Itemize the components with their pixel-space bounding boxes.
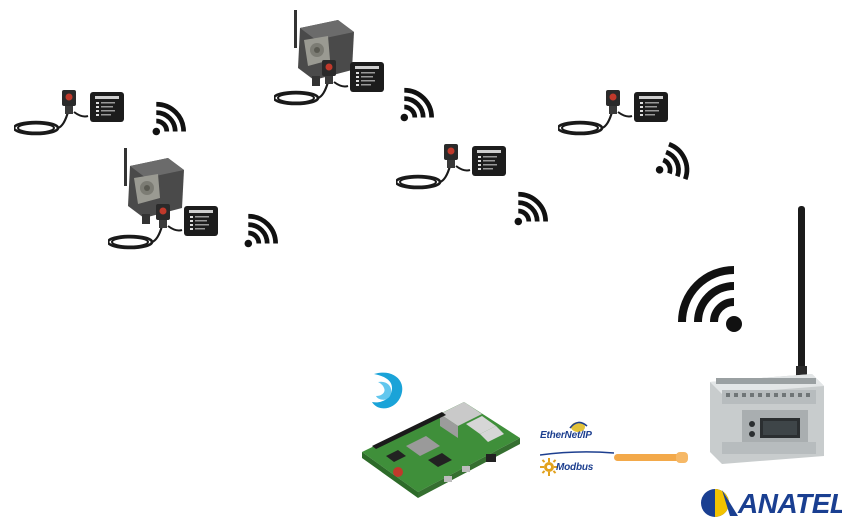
wireless-signal-icon (150, 100, 192, 142)
sensor-unit (274, 52, 404, 122)
anatel-logo-text: ANATEL (738, 488, 842, 519)
wireless-signal-icon (656, 144, 698, 186)
wireless-signal-icon (398, 86, 440, 128)
gateway-device (702, 206, 826, 466)
wireless-signal-icon (242, 212, 284, 254)
raspberry-pi-logo-icon (364, 368, 412, 418)
wireless-signal-icon (512, 190, 554, 232)
ethernet-ip-label: EtherNet/IP (540, 430, 592, 441)
ethernet-ip-underline (539, 444, 615, 456)
anatel-logo-icon (700, 486, 740, 520)
modbus-label: Modbus (556, 462, 594, 473)
raspberry-pi-board (356, 349, 526, 510)
sensor-unit (396, 136, 526, 206)
sensor-unit (14, 82, 144, 152)
sensor-unit (108, 196, 238, 266)
connection-link (612, 450, 690, 464)
modbus-logo-icon (540, 458, 558, 476)
ethernet-ip-logo-icon (568, 420, 588, 434)
wifi-icon (676, 264, 748, 336)
